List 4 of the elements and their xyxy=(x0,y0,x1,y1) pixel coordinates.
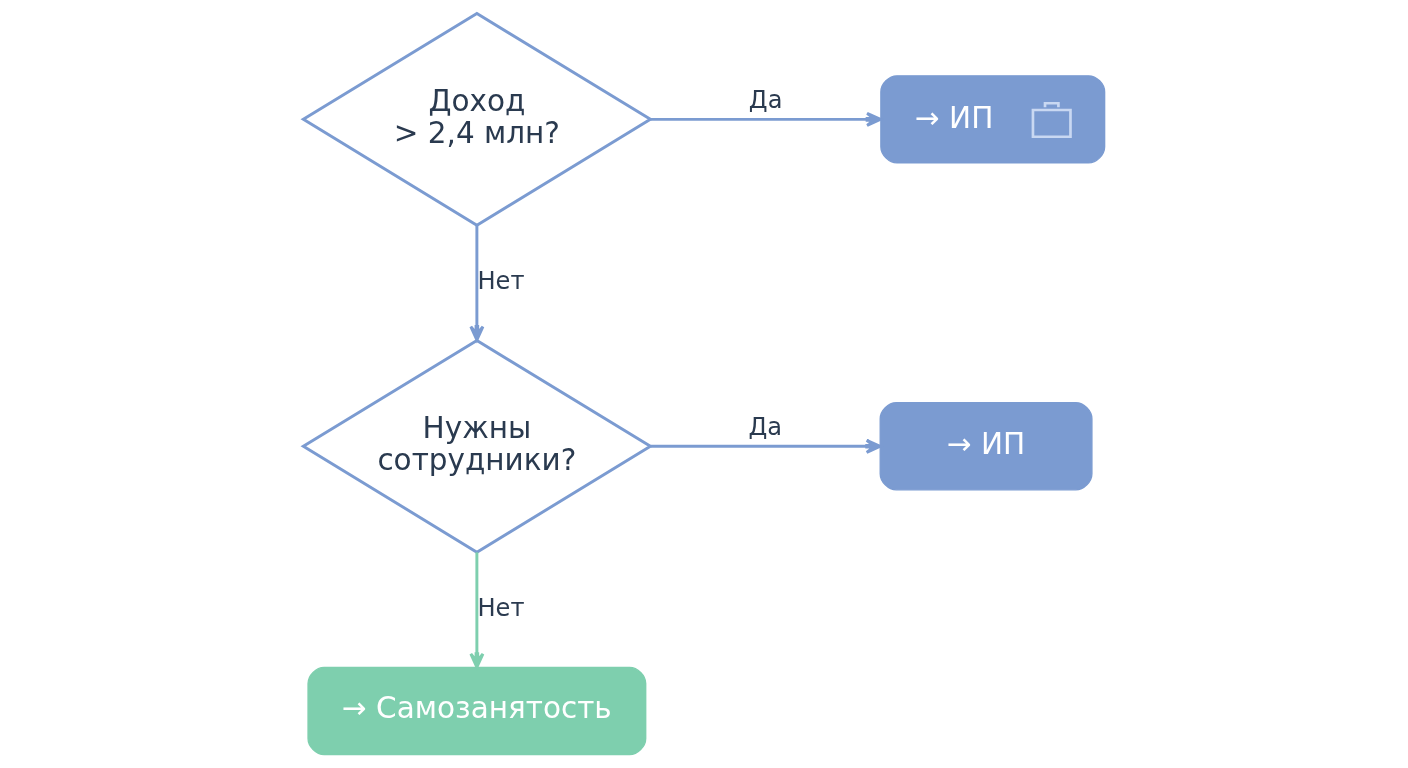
edge-label: Нет xyxy=(477,266,525,295)
edge-label: Да xyxy=(748,412,783,441)
edge-label: Да xyxy=(748,85,783,114)
edge-label: Нет xyxy=(477,593,525,622)
